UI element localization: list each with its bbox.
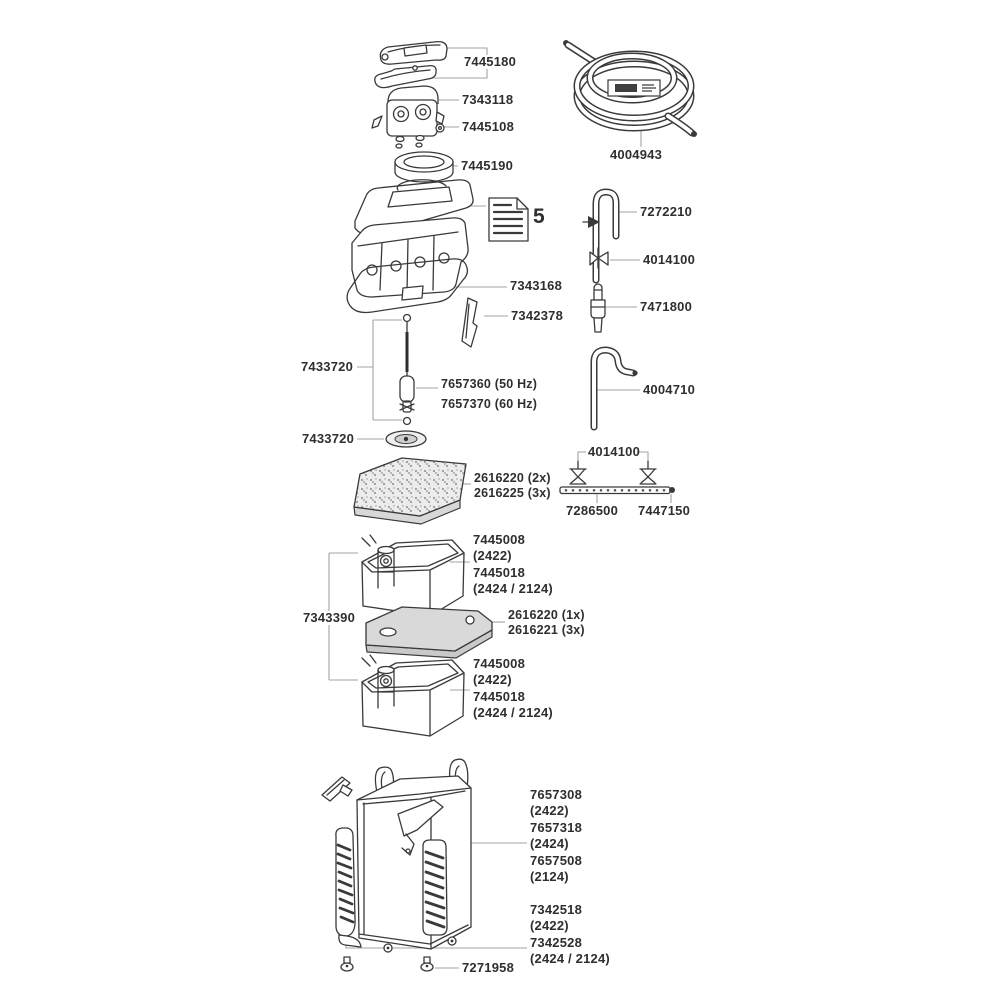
canister-drawing bbox=[321, 758, 472, 953]
outlet-pipe-drawing bbox=[590, 346, 638, 431]
intake-pipe-drawing bbox=[582, 188, 620, 284]
part-label-intake-clip: 4014100 bbox=[643, 252, 696, 267]
part-label-adapter-top: 7343118 bbox=[462, 92, 514, 107]
part-label-canister-2422: 7657308 bbox=[530, 787, 583, 802]
part-label-foot: 7271958 bbox=[462, 960, 515, 975]
part-label-basket-top-alt: 7445018 bbox=[473, 565, 526, 580]
part-label-blade: 7342378 bbox=[511, 308, 564, 323]
part-label-basket-top: 7445008 bbox=[473, 532, 526, 547]
adapter-drawing bbox=[371, 85, 445, 149]
spray-plug-drawing bbox=[669, 487, 675, 493]
filter-basket-top-drawing bbox=[361, 534, 465, 617]
coarse-pad-drawing bbox=[353, 457, 467, 525]
part-label-coarse-pad-2x: 2616220 (2x) bbox=[474, 471, 551, 485]
part-label-basket-bottom-alt: 7445018 bbox=[473, 689, 526, 704]
part-label-outlet-pipe: 4004710 bbox=[643, 382, 696, 397]
part-label-basket-top-alt-model: (2424 / 2124) bbox=[473, 581, 553, 596]
part-label-basket-bottom-alt-model: (2424 / 2124) bbox=[473, 705, 553, 720]
rubber-feet-drawing bbox=[340, 956, 434, 972]
part-label-hose: 4004943 bbox=[610, 147, 663, 162]
part-label-impeller-50hz: 7657360 (50 Hz) bbox=[441, 377, 538, 391]
part-label-basket-bottom: 7445008 bbox=[473, 656, 526, 671]
part-label-adapter: 7445108 bbox=[462, 119, 515, 134]
filter-basket-bottom-drawing bbox=[361, 654, 465, 737]
part-label-seal-grommet: 7433720 bbox=[302, 431, 355, 446]
blade-drawing bbox=[461, 297, 478, 348]
manual-ref-number: 5 bbox=[533, 205, 545, 228]
pump-knob-drawing bbox=[394, 151, 454, 183]
part-label-clip-2422: 7342518 bbox=[530, 902, 583, 917]
part-label-canister-2124: 7657508 bbox=[530, 853, 583, 868]
part-label-shaft: 7433720 bbox=[301, 359, 354, 374]
part-label-spray-bar: 7286500 bbox=[566, 503, 619, 518]
left-rail-ribs bbox=[336, 843, 355, 924]
part-label-canister-2424-model: (2424) bbox=[530, 836, 569, 851]
part-label-canister-2422-model: (2422) bbox=[530, 803, 569, 818]
part-label-pump-knob: 7445190 bbox=[461, 158, 514, 173]
part-label-head-gasket: 7343168 bbox=[510, 278, 563, 293]
fine-pad-drawing bbox=[365, 606, 493, 659]
part-label-intake-connector: 7471800 bbox=[640, 299, 693, 314]
right-rail-ribs bbox=[424, 850, 446, 929]
suction-cup-clips-drawing bbox=[569, 460, 657, 485]
part-label-spray-plug: 7447150 bbox=[638, 503, 691, 518]
part-label-coarse-pad-3x: 2616225 (3x) bbox=[474, 486, 551, 500]
part-label-basket-bottom-model: (2422) bbox=[473, 672, 512, 687]
part-label-fine-pad-1x: 2616220 (1x) bbox=[508, 608, 585, 622]
part-label-intake-pipe: 7272210 bbox=[640, 204, 693, 219]
seal-grommet-drawing bbox=[385, 430, 427, 448]
part-label-handle-clip: 7445180 bbox=[462, 54, 519, 69]
hose-coil-drawing bbox=[563, 40, 697, 137]
handle-clip-drawing bbox=[374, 41, 448, 89]
part-label-spraybar-clips: 4014100 bbox=[588, 444, 641, 459]
part-label-clip-2422-model: (2422) bbox=[530, 918, 569, 933]
shaft-impeller-drawing bbox=[399, 313, 415, 426]
part-label-canister-2424: 7657318 bbox=[530, 820, 583, 835]
part-label-clip-2424-model: (2424 / 2124) bbox=[530, 951, 610, 966]
manual-sheet-icon bbox=[488, 197, 529, 242]
intake-connector-drawing bbox=[590, 283, 606, 333]
part-label-basket-rail: 7343390 bbox=[301, 610, 358, 625]
intake-clip-drawing bbox=[589, 247, 609, 269]
part-label-impeller-60hz: 7657370 (60 Hz) bbox=[441, 397, 538, 411]
spray-bar-drawing bbox=[559, 486, 675, 495]
part-label-basket-top-model: (2422) bbox=[473, 548, 512, 563]
pump-head-drawing bbox=[351, 179, 474, 301]
part-label-clip-2424: 7342528 bbox=[530, 935, 583, 950]
head-gasket-drawing bbox=[346, 258, 469, 314]
part-label-fine-pad-3x: 2616221 (3x) bbox=[508, 623, 585, 637]
part-label-canister-2124-model: (2124) bbox=[530, 869, 569, 884]
